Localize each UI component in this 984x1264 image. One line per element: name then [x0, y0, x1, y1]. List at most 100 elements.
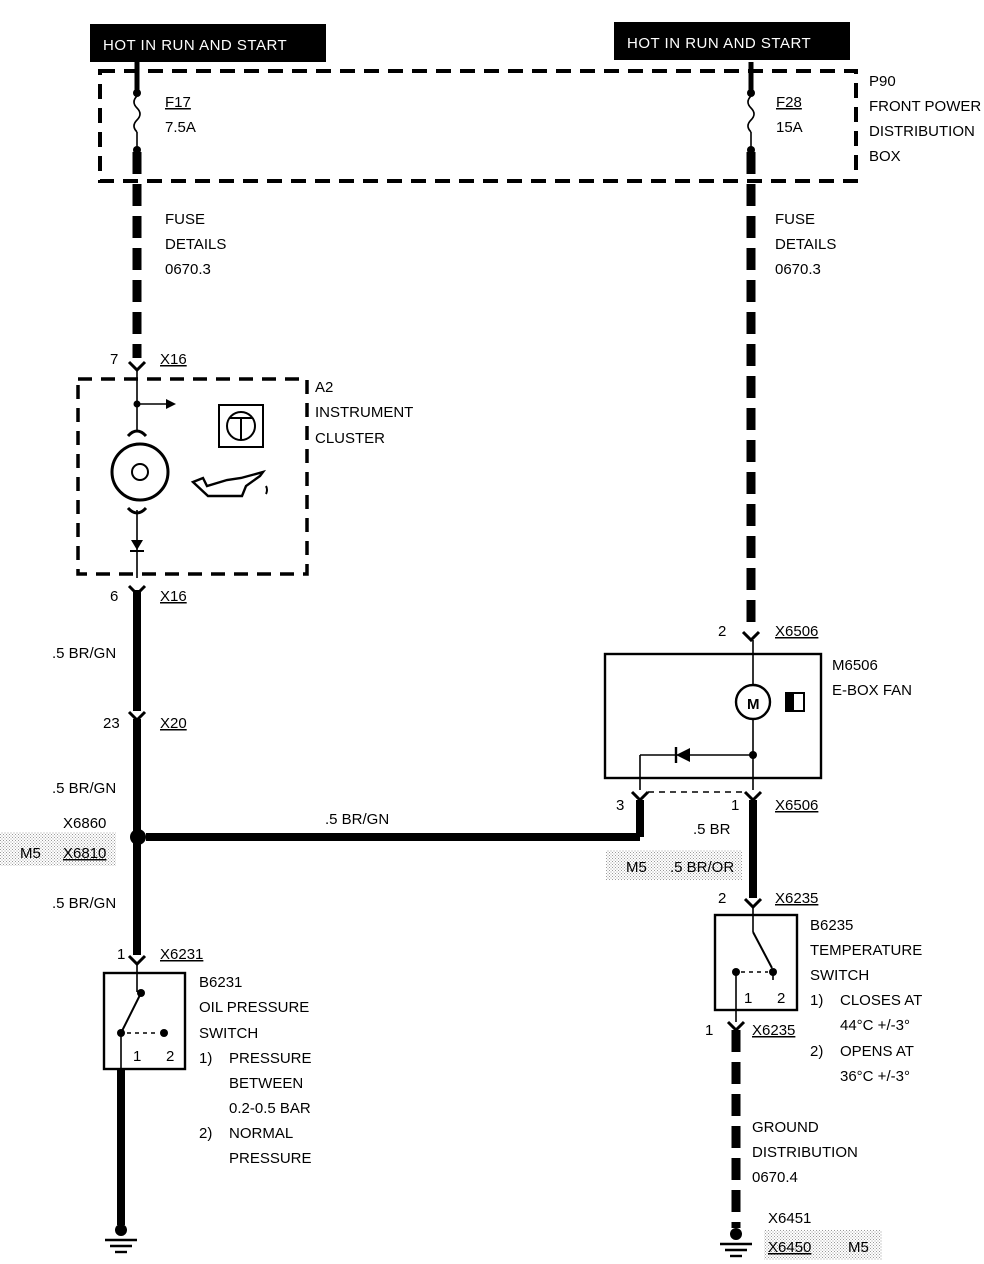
fan-pin-left: 3 — [616, 797, 624, 814]
cluster-pin-bottom: 6 — [110, 588, 118, 605]
fuse-box-name-1: FRONT POWER — [869, 98, 981, 115]
temp-note-2b: 36°C +/-3° — [840, 1068, 910, 1085]
temp-note-2a: OPENS AT — [840, 1043, 914, 1060]
fan-pin-top: 2 — [718, 623, 726, 640]
fuse-box-name-3: BOX — [869, 148, 901, 165]
fuse-details-left-3: 0670.3 — [165, 261, 211, 278]
conn-x20-pin: 23 — [103, 715, 120, 732]
oil-switch-pin: 1 — [117, 946, 125, 963]
connector-x6231-symbol — [127, 954, 147, 967]
seatbelt-warning-icon — [218, 404, 264, 448]
connector-x6235-top-symbol — [743, 897, 763, 910]
cluster-id: A2 — [315, 379, 333, 396]
fan-icon — [785, 692, 805, 712]
fan-wire: .5 BR — [693, 821, 731, 838]
temp-pin-top: 2 — [718, 890, 726, 907]
temp-switch-name-2: SWITCH — [810, 967, 869, 984]
connector-x6506-bottom-symbol — [630, 790, 763, 803]
fuse-details-left-2: DETAILS — [165, 236, 226, 253]
power-banner-right: HOT IN RUN AND START — [614, 22, 850, 60]
power-banner-left: HOT IN RUN AND START — [90, 24, 326, 62]
fan-m5-wire: .5 BR/OR — [670, 859, 734, 876]
oil-note-1b: BETWEEN — [229, 1075, 303, 1092]
fan-m5-shade — [606, 850, 742, 880]
cluster-name-1: INSTRUMENT — [315, 404, 413, 421]
ground-m5: M5 — [848, 1239, 869, 1256]
splice-m5: M5 — [20, 845, 41, 862]
fuse-f28-rating: 15A — [776, 119, 803, 136]
splice-m5-shade — [0, 832, 116, 866]
fuse-box-name-2: DISTRIBUTION — [869, 123, 975, 140]
connector-x6235-bottom-symbol — [726, 1010, 746, 1033]
temp-note-2-num: 2) — [810, 1043, 823, 1060]
connector-x6506-top-symbol — [741, 630, 761, 643]
oil-note-1c: 0.2-0.5 BAR — [229, 1100, 311, 1117]
fuse-details-right-1: FUSE — [775, 211, 815, 228]
wire-left-3: .5 BR/GN — [52, 895, 116, 912]
oil-note-1-num: 1) — [199, 1050, 212, 1067]
conn-x20: X20 — [160, 715, 187, 732]
temperature-switch-box — [713, 913, 799, 1012]
oil-switch-contacts — [117, 964, 168, 1069]
oil-note-2b: PRESSURE — [229, 1150, 312, 1167]
temp-contact-2: 2 — [777, 990, 785, 1007]
cluster-internal — [110, 399, 176, 578]
oil-switch-id: B6231 — [199, 974, 242, 991]
fuse-f28-id: F28 — [776, 94, 802, 111]
fuse-f28 — [747, 62, 755, 154]
ground-conn-b: X6450 — [768, 1239, 811, 1256]
wire-cross-label: .5 BR/GN — [325, 811, 389, 828]
temp-note-1b: 44°C +/-3° — [840, 1017, 910, 1034]
cluster-conn-bottom: X16 — [160, 588, 187, 605]
splice-node — [130, 829, 146, 845]
oil-switch-conn: X6231 — [160, 946, 203, 963]
temp-note-1-num: 1) — [810, 992, 823, 1009]
fan-conn-bottom: X6506 — [775, 797, 818, 814]
wire-left-2: .5 BR/GN — [52, 780, 116, 797]
temp-pin-bottom: 1 — [705, 1022, 713, 1039]
oil-note-2-num: 2) — [199, 1125, 212, 1142]
ground-dist-3: 0670.4 — [752, 1169, 798, 1186]
instrument-cluster-outline — [76, 377, 309, 576]
e-box-fan-box — [603, 652, 823, 780]
fan-motor-m: M — [747, 696, 760, 713]
ground-dist-2: DISTRIBUTION — [752, 1144, 858, 1161]
ground-conn-a: X6451 — [768, 1210, 811, 1227]
ground-symbol-left — [105, 1224, 137, 1254]
ground-m5-shade — [764, 1230, 882, 1260]
temp-switch-id: B6235 — [810, 917, 853, 934]
cluster-name-2: CLUSTER — [315, 430, 385, 447]
oil-switch-contact-2: 2 — [166, 1048, 174, 1065]
fuse-box-outline — [98, 69, 858, 183]
fuse-f17-id: F17 — [165, 94, 191, 111]
temp-conn-top: X6235 — [775, 890, 818, 907]
fuse-details-left-1: FUSE — [165, 211, 205, 228]
fuse-details-right-3: 0670.3 — [775, 261, 821, 278]
fan-m5-label: M5 — [626, 859, 647, 876]
fan-conn-top: X6506 — [775, 623, 818, 640]
splice-x6810: X6810 — [63, 845, 106, 862]
fuse-f17 — [133, 62, 141, 154]
oil-note-2a: NORMAL — [229, 1125, 293, 1142]
fan-name: E-BOX FAN — [832, 682, 912, 699]
power-label-left: HOT IN RUN AND START — [103, 37, 287, 54]
oil-switch-contact-1: 1 — [133, 1048, 141, 1065]
oil-pressure-switch-box — [102, 971, 187, 1071]
fuse-f17-rating: 7.5A — [165, 119, 196, 136]
splice-x6860: X6860 — [63, 815, 106, 832]
temp-conn-bottom: X6235 — [752, 1022, 795, 1039]
fan-id: M6506 — [832, 657, 878, 674]
power-label-right: HOT IN RUN AND START — [627, 35, 811, 52]
oil-note-1a: PRESSURE — [229, 1050, 312, 1067]
oil-switch-name-1: OIL PRESSURE — [199, 999, 309, 1016]
fuse-box-id: P90 — [869, 73, 896, 90]
fuse-details-right-2: DETAILS — [775, 236, 836, 253]
cluster-pin-top: 7 — [110, 351, 118, 368]
connector-x16-top-symbol — [127, 360, 147, 404]
connector-x20-symbol — [127, 710, 147, 723]
oil-can-icon — [190, 469, 268, 498]
ground-symbol-right — [720, 1228, 752, 1258]
fan-internal — [639, 640, 772, 790]
cluster-conn-top: X16 — [160, 351, 187, 368]
